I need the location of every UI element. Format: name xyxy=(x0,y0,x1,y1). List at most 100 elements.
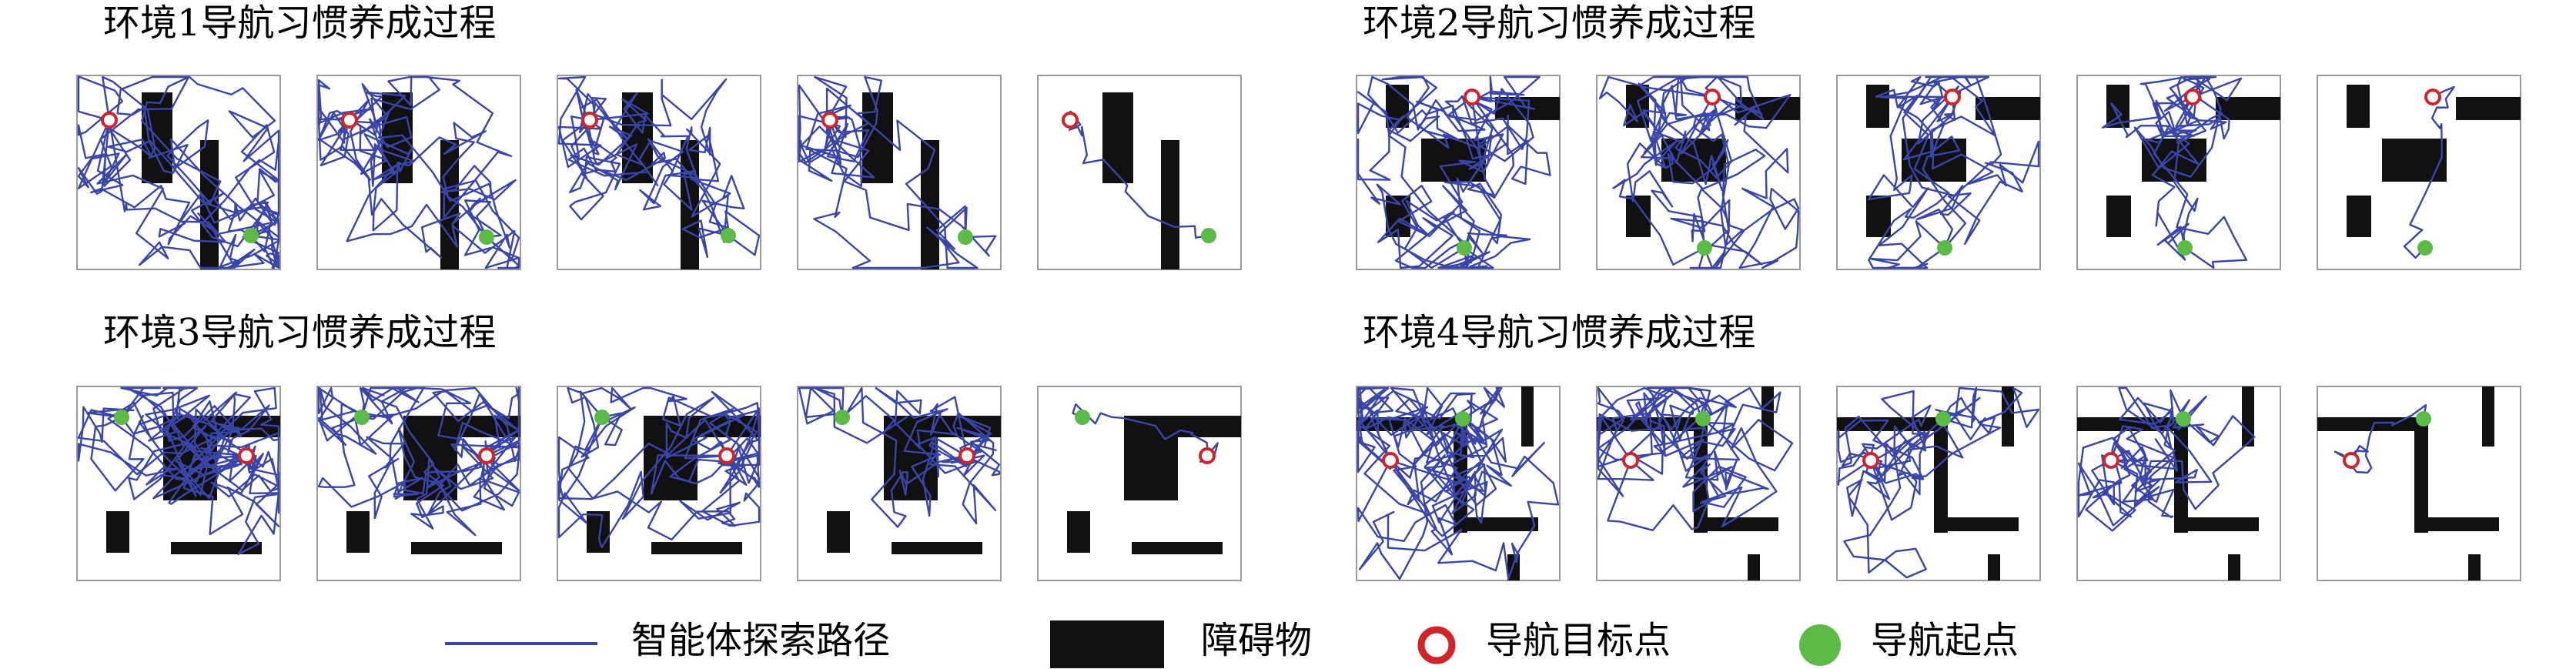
exploration-path xyxy=(1357,386,1504,497)
exploration-path xyxy=(567,386,761,484)
exploration-path xyxy=(360,386,520,520)
env4-panel-2 xyxy=(1596,386,1801,581)
exploration-path xyxy=(841,386,1001,517)
env1-panel-4 xyxy=(797,75,1002,270)
env2-panel-5 xyxy=(2317,75,2521,270)
goal-marker xyxy=(1062,112,1079,129)
exploration-path xyxy=(77,75,280,248)
exploration-path xyxy=(557,390,761,541)
obstacle xyxy=(1761,386,1774,447)
exploration-path xyxy=(1357,75,1494,269)
env4-panel-4 xyxy=(2076,386,2281,581)
exploration-path xyxy=(1868,75,1996,269)
obstacle xyxy=(2456,97,2521,120)
legend-goal-label: 导航目标点 xyxy=(1486,619,1671,662)
exploration-path xyxy=(102,75,280,253)
goal-marker xyxy=(2343,452,2360,469)
obstacle xyxy=(651,542,742,554)
obstacle xyxy=(827,511,850,553)
start-marker xyxy=(1075,410,1090,425)
exploration-path xyxy=(1607,417,1794,532)
exploration-path xyxy=(317,387,517,515)
obstacle xyxy=(1988,554,2000,580)
env3-panel-3 xyxy=(557,386,761,581)
env3-panel-2 xyxy=(316,386,521,581)
exploration-path xyxy=(1670,94,1791,269)
obstacle xyxy=(2002,386,2014,447)
exploration-path xyxy=(2133,75,2230,249)
exploration-path xyxy=(2403,85,2455,259)
obstacle xyxy=(2347,196,2371,237)
legend-goal-marker xyxy=(1417,626,1456,664)
exploration-path xyxy=(557,75,745,237)
obstacle xyxy=(1124,416,1178,500)
exploration-path xyxy=(1437,95,1531,269)
goal-marker xyxy=(2184,89,2201,105)
start-marker xyxy=(835,410,850,425)
env3-panel-4 xyxy=(797,386,1002,581)
start-marker xyxy=(479,229,494,245)
exploration-path xyxy=(77,119,280,269)
goal-marker xyxy=(581,112,598,129)
obstacle xyxy=(2468,554,2481,580)
exploration-path xyxy=(561,92,730,259)
env1-panel-2 xyxy=(316,75,521,270)
start-marker xyxy=(243,228,259,243)
start-marker xyxy=(2177,240,2193,256)
exploration-path xyxy=(1598,75,1729,249)
obstacle xyxy=(2142,139,2206,182)
obstacle xyxy=(892,542,982,554)
exploration-path xyxy=(814,386,997,525)
obstacle xyxy=(2242,386,2254,447)
obstacle xyxy=(587,511,610,553)
obstacle xyxy=(2228,554,2240,580)
exploration-path xyxy=(1626,75,1765,249)
goal-marker xyxy=(718,447,735,464)
goal-marker xyxy=(1704,89,1721,105)
obstacle xyxy=(2174,517,2259,531)
exploration-path xyxy=(1837,386,2002,484)
goal-marker xyxy=(1382,452,1399,469)
start-marker xyxy=(1201,228,1216,243)
legend-start-label: 导航起点 xyxy=(1871,619,2019,662)
obstacle xyxy=(1694,517,1778,531)
obstacle xyxy=(2482,386,2494,447)
goal-marker xyxy=(1464,89,1480,105)
goal-marker xyxy=(341,112,358,129)
env4-panel-3 xyxy=(1836,386,2041,581)
obstacle xyxy=(1866,85,1889,128)
env4-panel-1 xyxy=(1356,386,1561,581)
goal-marker xyxy=(1622,452,1639,469)
exploration-path xyxy=(317,83,520,269)
start-marker xyxy=(958,229,973,245)
exploration-path xyxy=(567,390,761,527)
exploration-path xyxy=(1597,386,1737,462)
legend-start-marker xyxy=(1799,624,1841,666)
start-marker xyxy=(1695,411,1711,426)
start-marker xyxy=(1697,240,1712,256)
obstacle xyxy=(1067,511,1090,553)
panel-frame xyxy=(1037,75,1242,270)
obstacle xyxy=(862,92,893,183)
legend-obstacle-swatch xyxy=(1050,620,1164,668)
exploration-path xyxy=(1387,95,1551,269)
env2-panel-1 xyxy=(1356,75,1561,270)
start-marker xyxy=(1937,240,1952,256)
exploration-path xyxy=(120,391,280,536)
env4-title: 环境4导航习惯养成过程 xyxy=(1363,311,1756,354)
env2-panel-2 xyxy=(1596,75,1801,270)
obstacle xyxy=(1454,517,1538,531)
env1-panel-3 xyxy=(557,75,761,270)
goal-marker xyxy=(1862,452,1879,469)
exploration-path xyxy=(1388,386,1495,506)
exploration-path xyxy=(1868,85,1962,269)
start-marker xyxy=(2416,411,2431,426)
obstacle xyxy=(106,511,129,553)
exploration-path xyxy=(2085,415,2256,532)
obstacle xyxy=(2106,85,2129,128)
obstacle xyxy=(411,542,502,554)
exploration-path xyxy=(359,386,520,537)
obstacle xyxy=(1161,140,1179,269)
env4-panel-5 xyxy=(2317,386,2521,581)
